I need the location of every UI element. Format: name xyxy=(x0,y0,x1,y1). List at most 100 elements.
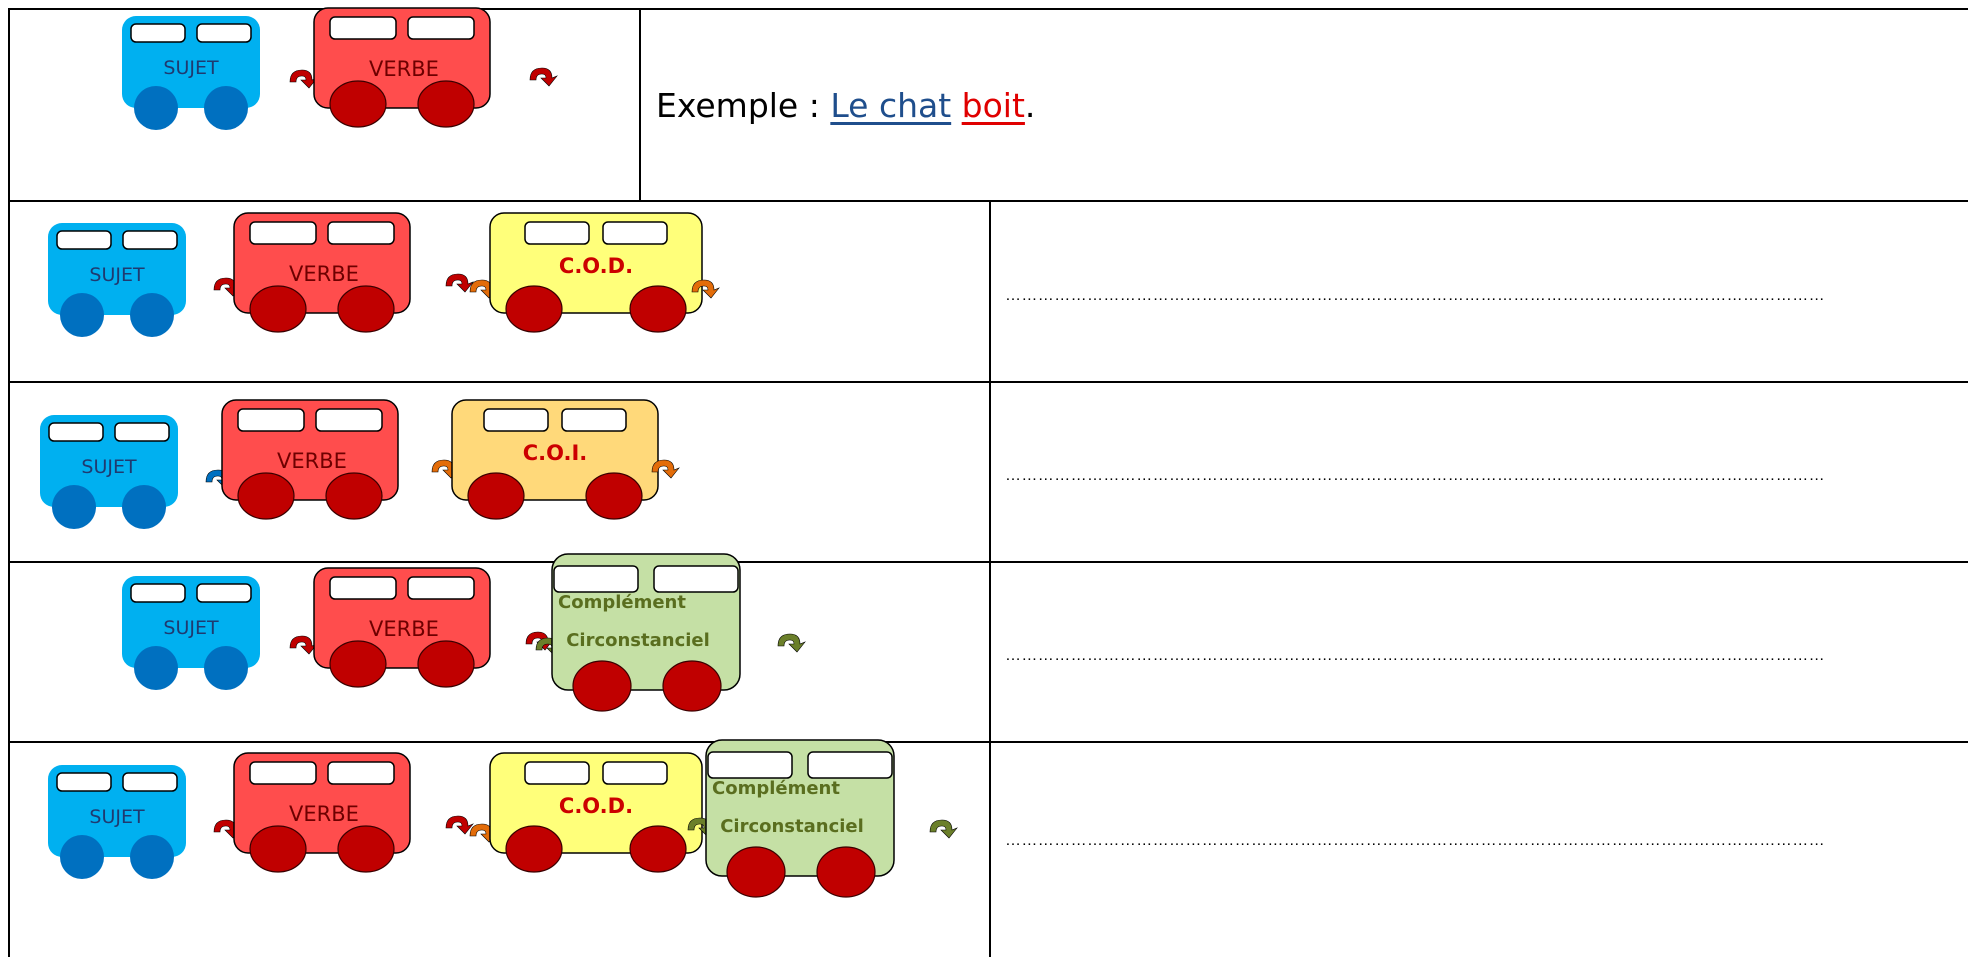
cc-window xyxy=(653,565,739,593)
cc-label-line1: Complément xyxy=(558,592,686,613)
sujet-wheel xyxy=(204,86,248,130)
row-divider-1 xyxy=(8,200,1968,202)
verbe-window xyxy=(237,408,305,432)
answer-line-cod[interactable]: …………………………………………………………………………………………………………… xyxy=(1005,287,1825,304)
cc-window xyxy=(707,751,793,779)
sujet-window xyxy=(114,422,170,442)
coi-window xyxy=(483,408,549,432)
verbe-label: VERBE xyxy=(277,449,347,473)
sujet-window xyxy=(130,583,186,603)
hook-red-icon xyxy=(289,635,318,655)
sujet-label: SUJET xyxy=(163,617,219,639)
cod-wheel xyxy=(505,825,563,873)
table-border-top xyxy=(8,8,1968,10)
verbe-window xyxy=(327,761,395,785)
cod-label: C.O.D. xyxy=(559,254,633,278)
example-suffix: . xyxy=(1024,86,1036,125)
row-divider-2 xyxy=(8,381,1968,383)
cc-window xyxy=(807,751,893,779)
coi-wheel xyxy=(585,472,643,520)
example-sentence: Exemple : Le chat boit. xyxy=(656,84,1035,128)
cc-wheel xyxy=(816,846,876,898)
verbe-wheel xyxy=(329,80,387,128)
verbe-window xyxy=(329,16,397,40)
verbe-wheel xyxy=(325,472,383,520)
verbe-window xyxy=(407,576,475,600)
verbe-window xyxy=(249,761,317,785)
row-divider-3 xyxy=(8,561,1968,563)
cc-label-line1: Complément xyxy=(712,778,840,799)
coi-wheel xyxy=(467,472,525,520)
verbe-wheel xyxy=(417,640,475,688)
sujet-window xyxy=(196,23,252,43)
hook-red-icon xyxy=(445,273,474,293)
cc-wheel xyxy=(726,846,786,898)
cc-wheel xyxy=(662,660,722,712)
verbe-wheel xyxy=(329,640,387,688)
verbe-label: VERBE xyxy=(369,57,439,81)
sujet-wheel xyxy=(60,293,104,337)
verbe-wheel xyxy=(249,825,307,873)
verbe-wheel xyxy=(417,80,475,128)
cod-window xyxy=(524,761,590,785)
sujet-wheel xyxy=(52,485,96,529)
sujet-wheel xyxy=(134,86,178,130)
cod-window xyxy=(602,221,668,245)
sujet-window xyxy=(56,230,112,250)
sujet-window xyxy=(130,23,186,43)
verbe-label: VERBE xyxy=(289,262,359,286)
sujet-wheel xyxy=(60,835,104,879)
hook-orange-icon xyxy=(691,279,720,299)
sujet-label: SUJET xyxy=(89,264,145,286)
verbe-wheel xyxy=(337,285,395,333)
example-prefix: Exemple : xyxy=(656,86,831,125)
sujet-window xyxy=(56,772,112,792)
cod-wheel xyxy=(629,825,687,873)
cod-wheel xyxy=(505,285,563,333)
sujet-window xyxy=(122,230,178,250)
cod-window xyxy=(524,221,590,245)
cod-wheel xyxy=(629,285,687,333)
cc-wheel xyxy=(572,660,632,712)
sujet-wheel xyxy=(130,293,174,337)
sujet-window xyxy=(122,772,178,792)
sujet-wheel xyxy=(122,485,166,529)
hook-green-icon xyxy=(777,633,806,653)
hook-green-icon xyxy=(929,819,958,839)
hook-red-icon xyxy=(445,815,474,835)
verbe-window xyxy=(329,576,397,600)
cod-window xyxy=(602,761,668,785)
coi-label: C.O.I. xyxy=(523,441,588,465)
verbe-window xyxy=(315,408,383,432)
cod-label: C.O.D. xyxy=(559,794,633,818)
verbe-window xyxy=(327,221,395,245)
sujet-label: SUJET xyxy=(89,806,145,828)
cc-label-line2: Circonstanciel xyxy=(566,630,710,651)
answer-line-cod-cc[interactable]: …………………………………………………………………………………………………………… xyxy=(1005,832,1825,849)
row-divider-4 xyxy=(8,741,1968,743)
example-verb: boit xyxy=(961,86,1025,125)
sujet-wheel xyxy=(204,646,248,690)
cc-window xyxy=(553,565,639,593)
column-divider-body xyxy=(989,200,991,957)
column-divider-header xyxy=(639,8,641,201)
answer-line-cc[interactable]: …………………………………………………………………………………………………………… xyxy=(1005,647,1825,664)
sujet-label: SUJET xyxy=(81,456,137,478)
coi-window xyxy=(561,408,627,432)
sujet-wheel xyxy=(130,835,174,879)
hook-orange-icon xyxy=(651,459,680,479)
verbe-window xyxy=(407,16,475,40)
verbe-label: VERBE xyxy=(369,617,439,641)
verbe-wheel xyxy=(337,825,395,873)
answer-line-coi[interactable]: …………………………………………………………………………………………………………… xyxy=(1005,467,1825,484)
sujet-label: SUJET xyxy=(163,57,219,79)
sentence-trains: SUJET VERBE SUJET VERBE C.O.D. SUJET VERBE C.O.… xyxy=(40,7,958,898)
verbe-wheel xyxy=(237,472,295,520)
sujet-window xyxy=(196,583,252,603)
table-border-left xyxy=(8,8,10,957)
sujet-wheel xyxy=(134,646,178,690)
verbe-wheel xyxy=(249,285,307,333)
hook-red-icon xyxy=(529,67,558,87)
verbe-window xyxy=(249,221,317,245)
hook-red-icon xyxy=(289,69,318,89)
